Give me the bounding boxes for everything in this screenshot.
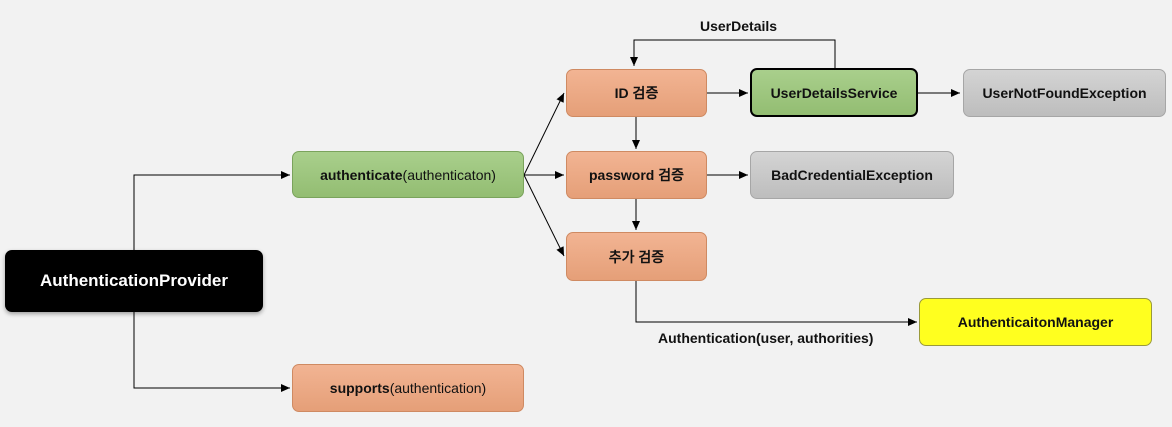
authentication-manager-label: AuthenticaitonManager	[957, 314, 1114, 330]
id-check-label: ID 검증	[614, 85, 659, 101]
extra-check-label: 추가 검증	[608, 248, 665, 265]
authentication-provider-node: AuthenticationProvider	[5, 250, 263, 312]
edge-extra-to-manager	[635, 281, 917, 326]
edge-userdetailsservice-to-id	[630, 39, 836, 68]
bad-credential-exception-node: BadCredentialException	[750, 151, 954, 199]
authenticate-method-name: authenticate	[320, 166, 403, 183]
user-details-service-label: UserDetailsService	[770, 84, 898, 101]
edge-label-authentication-result: Authentication(user, authorities)	[658, 330, 874, 346]
edge-label-user-details: UserDetails	[700, 18, 778, 34]
password-check-node: password 검증	[566, 151, 707, 199]
supports-method-name: supports	[329, 380, 390, 396]
user-not-found-exception-label: UserNotFoundException	[982, 85, 1147, 101]
authentication-provider-label: AuthenticationProvider	[40, 271, 228, 290]
id-check-node: ID 검증	[566, 69, 707, 117]
supports-method-arg: (authentication)	[389, 380, 487, 396]
user-not-found-exception-node: UserNotFoundException	[963, 69, 1166, 117]
bad-credential-exception-label: BadCredentialException	[771, 167, 933, 183]
authenticate-method-arg: (authenticaton)	[402, 166, 496, 183]
authenticate-method-node: authenticate(authenticaton)	[292, 151, 524, 198]
edge-provider-to-authenticate	[133, 171, 290, 250]
password-check-label: password 검증	[588, 167, 684, 183]
supports-method-node: supports(authentication)	[292, 364, 524, 412]
authentication-manager-node: AuthenticaitonManager	[919, 298, 1152, 346]
edge-provider-to-supports	[133, 312, 290, 392]
edge-authenticate-to-extra	[523, 174, 565, 257]
extra-check-node: 추가 검증	[566, 232, 707, 281]
user-details-service-node: UserDetailsService	[750, 68, 918, 117]
edge-authenticate-to-id	[523, 92, 565, 176]
